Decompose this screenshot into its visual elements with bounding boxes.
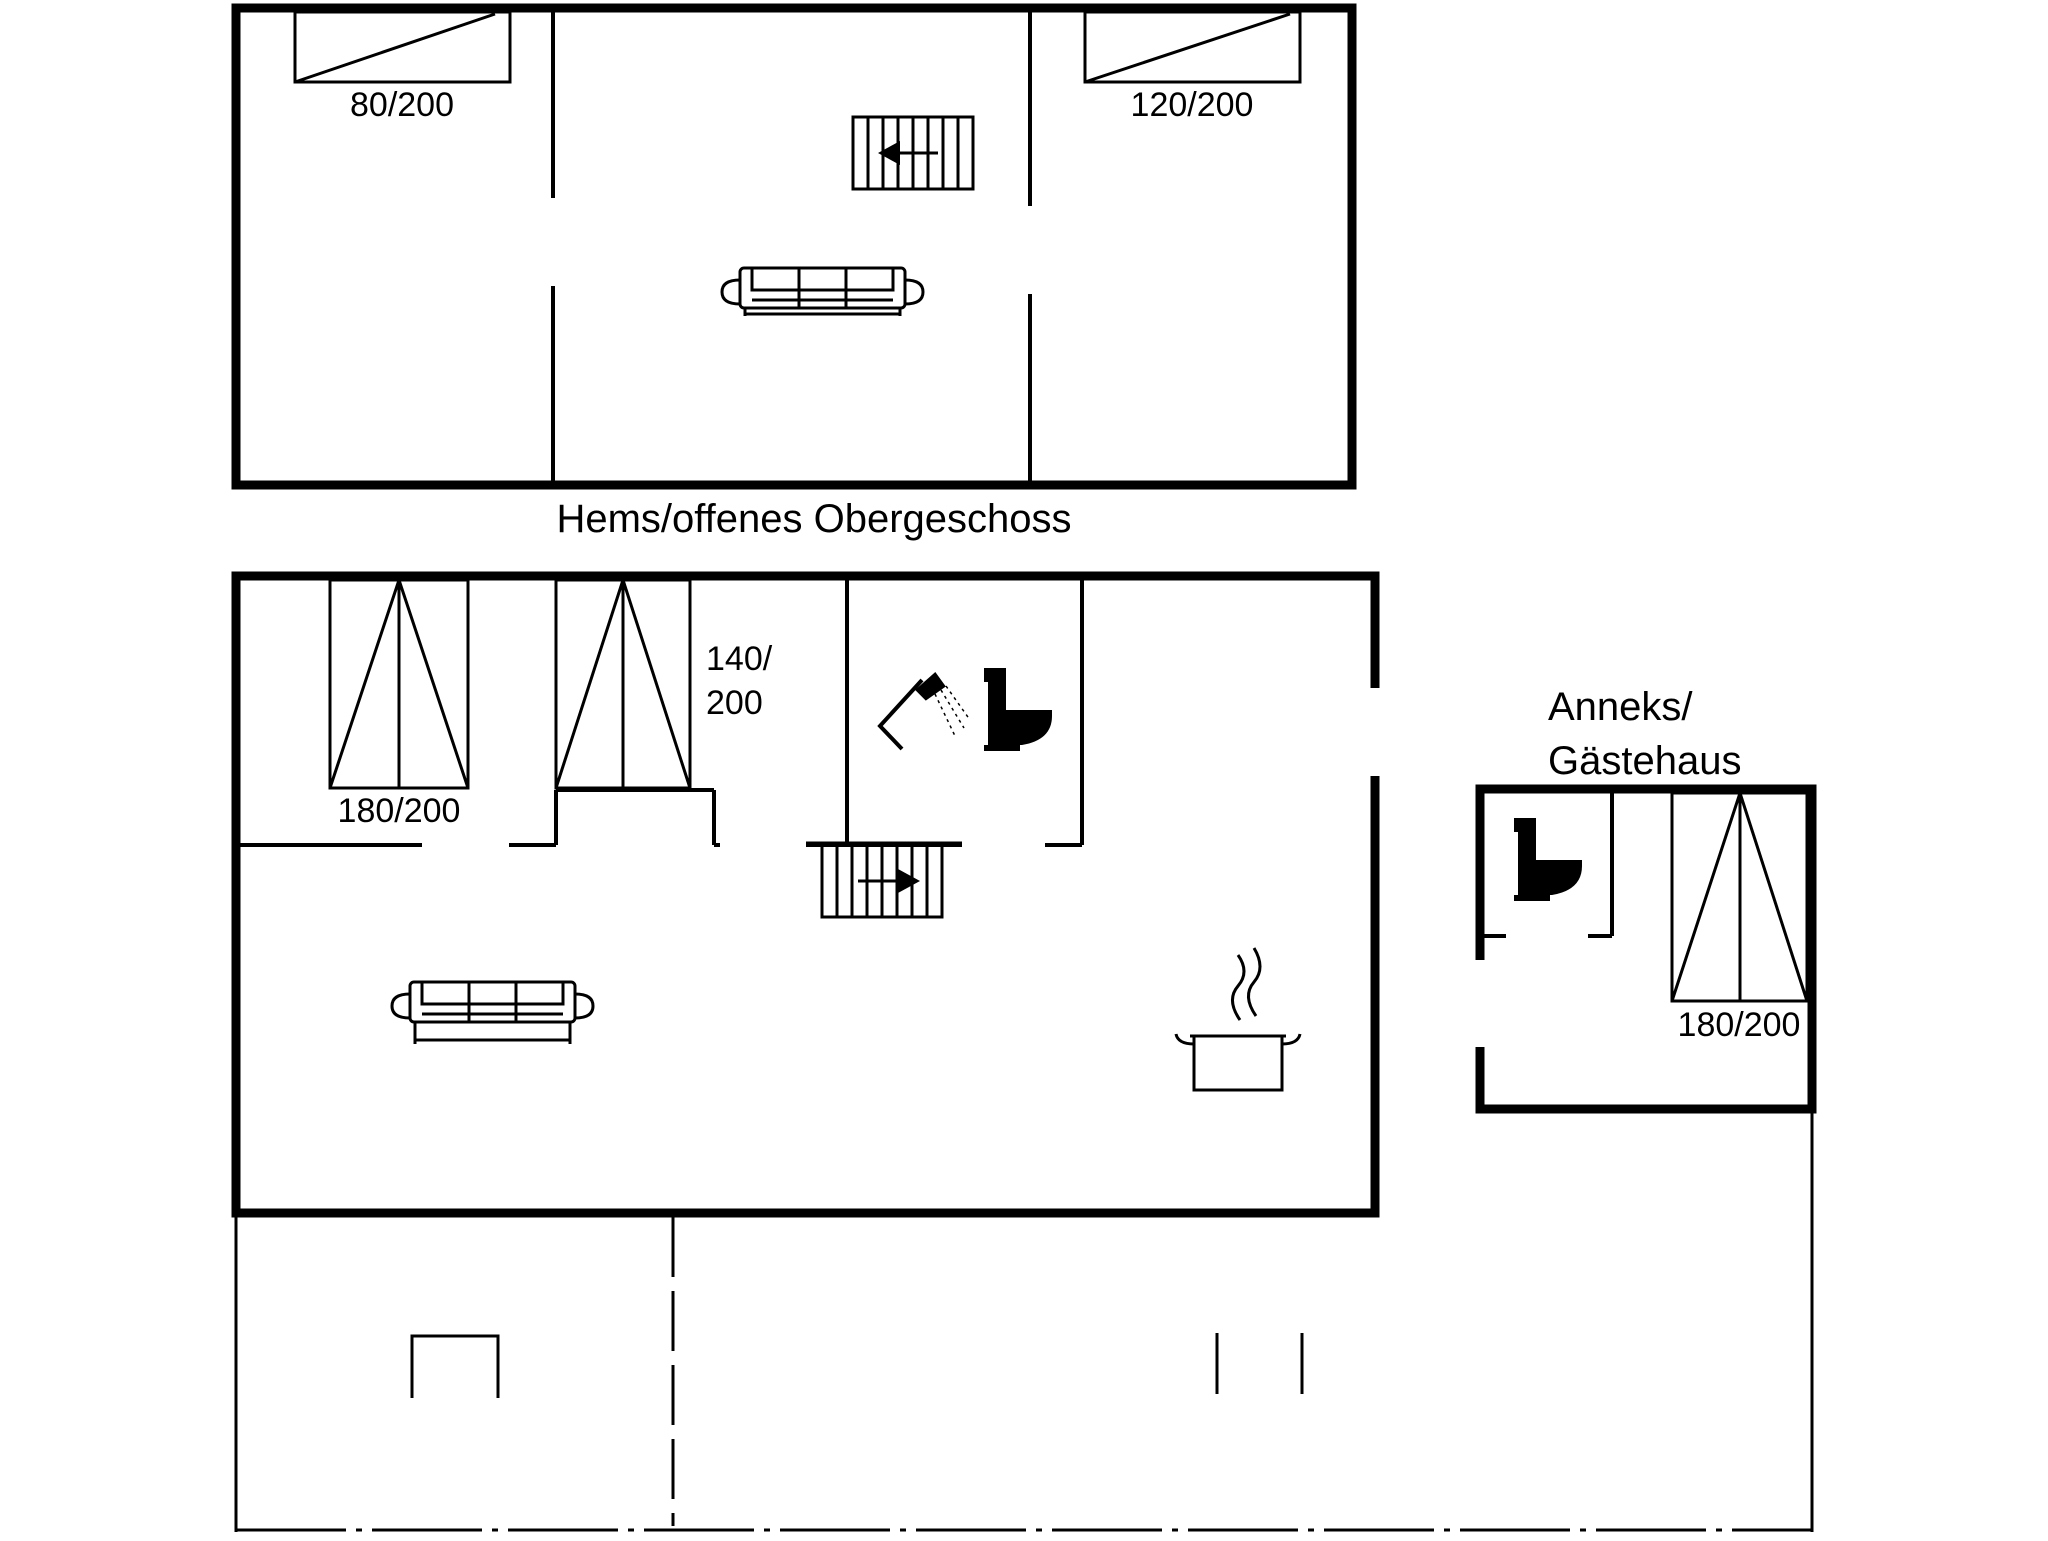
- bed-icon: [1670, 791, 1809, 1003]
- upper-floor-caption: Hems/offenes Obergeschoss: [556, 497, 1071, 541]
- terrace-fixture: [410, 1334, 500, 1398]
- sofa-icon: [390, 980, 595, 1044]
- annex-bed-label: 180/200: [1678, 1006, 1801, 1044]
- ground-bed-middle-label-line2: 200: [706, 684, 763, 722]
- ground-floor: [231, 571, 1380, 1218]
- upper-bed-right-label: 120/200: [1131, 86, 1254, 124]
- terrace: [234, 1113, 1814, 1532]
- annex: [1475, 784, 1817, 1114]
- stairs-icon: [851, 115, 975, 191]
- bed-icon: [1083, 10, 1302, 84]
- upper-floor-outer-wall: [231, 3, 1357, 490]
- stairs-icon: [806, 841, 962, 919]
- annex-caption-line2: Gästehaus: [1548, 739, 1741, 783]
- ground-bed-middle-label-line1: 140/: [706, 640, 773, 678]
- bed-icon: [554, 578, 692, 790]
- upper-bed-left-label: 80/200: [350, 86, 454, 124]
- toilet-icon: [984, 668, 1052, 751]
- ground-floor-outer-wall: [231, 571, 1380, 1218]
- annex-outer-wall: [1475, 784, 1817, 1114]
- sofa-icon: [720, 266, 925, 316]
- toilet-icon: [1514, 818, 1582, 901]
- bed-icon: [293, 10, 512, 84]
- annex-caption-line1: Anneks/: [1548, 685, 1693, 729]
- upper-floor: [231, 3, 1357, 490]
- cooking-pot-icon: [1174, 947, 1302, 1092]
- ground-bed-left-label: 180/200: [338, 792, 461, 830]
- bed-icon: [328, 578, 470, 790]
- shower-icon: [877, 672, 971, 751]
